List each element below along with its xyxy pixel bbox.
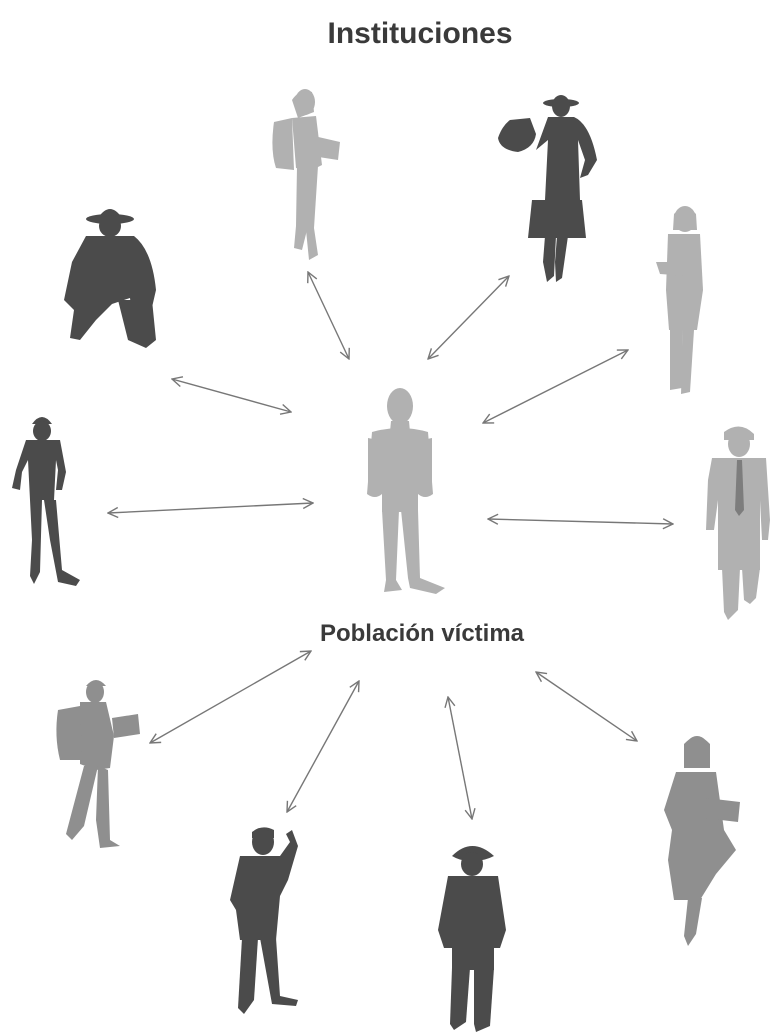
woman-arms-crossed-figure bbox=[656, 206, 703, 394]
man-with-cowboy-hat-figure bbox=[438, 846, 506, 1032]
arrow-to-businessman bbox=[488, 519, 673, 524]
worker-with-helmet-figure bbox=[12, 417, 80, 586]
arrow-to-woman-with-package bbox=[536, 672, 637, 741]
institutions-title: Instituciones bbox=[327, 17, 512, 50]
student-with-backpack-figure bbox=[56, 680, 140, 848]
arrow-to-woman-arms-crossed bbox=[483, 350, 628, 423]
arrow-to-worker bbox=[108, 503, 313, 513]
arrow-to-crouching-man bbox=[172, 379, 291, 412]
arrow-to-woman-with-book bbox=[308, 272, 349, 359]
woman-with-hat-and-pitcher-figure bbox=[498, 95, 597, 282]
businessman-with-helmet-figure bbox=[706, 426, 770, 620]
connector-arrows bbox=[108, 272, 673, 819]
woman-carrying-package-figure bbox=[664, 736, 740, 946]
victim-population-label: Población víctima bbox=[320, 620, 525, 647]
man-pointing-figure bbox=[230, 827, 298, 1014]
arrow-to-student bbox=[150, 651, 311, 743]
crouching-man-with-hat-figure bbox=[64, 209, 156, 348]
arrow-to-man-pointing bbox=[287, 681, 359, 812]
central-person-figure bbox=[367, 388, 445, 594]
arrow-to-cowboy bbox=[448, 697, 472, 819]
arrow-to-woman-with-hat bbox=[428, 276, 509, 359]
woman-with-book-figure bbox=[272, 89, 340, 260]
